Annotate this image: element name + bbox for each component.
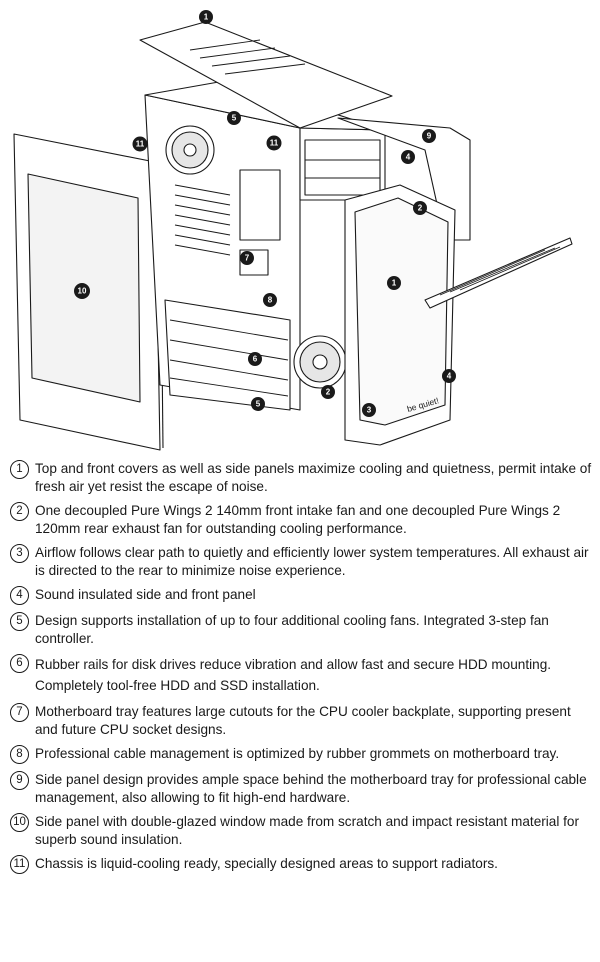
marker-7: 7 [240, 251, 254, 265]
svg-text:5: 5 [232, 114, 237, 123]
marker-8: 8 [263, 293, 277, 307]
marker-11-top: 11 [266, 135, 282, 151]
marker-10: 10 [74, 283, 90, 299]
feature-item: 3 Airflow follows clear path to quietly … [10, 544, 595, 579]
marker-11-rear: 11 [132, 136, 148, 152]
svg-text:9: 9 [427, 132, 432, 141]
marker-1-top: 1 [199, 10, 213, 24]
feature-number: 4 [10, 586, 29, 605]
marker-5-bottom: 5 [251, 397, 265, 411]
feature-item: 8 Professional cable management is optim… [10, 745, 595, 764]
feature-item: 7 Motherboard tray features large cutout… [10, 703, 595, 738]
feature-text: Side panel design provides ample space b… [35, 772, 587, 805]
front-panel [344, 184, 456, 446]
svg-text:5: 5 [256, 400, 261, 409]
feature-item: 5 Design supports installation of up to … [10, 612, 595, 647]
svg-text:2: 2 [326, 388, 331, 397]
svg-text:11: 11 [270, 139, 279, 148]
svg-text:8: 8 [268, 296, 273, 305]
marker-9: 9 [422, 129, 436, 143]
feature-item: 1 Top and front covers as well as side p… [10, 460, 595, 495]
feature-text: One decoupled Pure Wings 2 140mm front i… [35, 503, 561, 536]
feature-text: Design supports installation of up to fo… [35, 613, 549, 646]
svg-text:3: 3 [367, 406, 372, 415]
rear-side-panel [337, 117, 471, 241]
feature-text: Professional cable management is optimiz… [35, 746, 560, 761]
feature-item: 4 Sound insulated side and front panel [10, 586, 595, 605]
feature-number: 9 [10, 771, 29, 790]
marker-4-front: 4 [442, 369, 456, 383]
feature-number: 1 [10, 460, 29, 479]
marker-2-top: 2 [413, 201, 427, 215]
front-cover [424, 237, 573, 309]
svg-text:6: 6 [253, 355, 258, 364]
feature-number: 6 [10, 654, 29, 673]
feature-text: Side panel with double-glazed window mad… [35, 814, 580, 847]
feature-text: Chassis is liquid-cooling ready, special… [35, 856, 498, 871]
svg-text:4: 4 [406, 153, 411, 162]
feature-item: 9 Side panel design provides ample space… [10, 771, 595, 806]
marker-5-top: 5 [227, 111, 241, 125]
feature-number: 7 [10, 703, 29, 722]
marker-2-front: 2 [321, 385, 335, 399]
marker-4-top: 4 [401, 150, 415, 164]
feature-item: 6 Rubber rails for disk drives reduce vi… [10, 654, 595, 696]
svg-text:2: 2 [418, 204, 423, 213]
feature-text: Sound insulated side and front panel [35, 587, 256, 602]
feature-text: Motherboard tray features large cutouts … [35, 704, 571, 737]
marker-6: 6 [248, 352, 262, 366]
feature-number: 2 [10, 502, 29, 521]
svg-text:10: 10 [78, 287, 87, 296]
top-cover [139, 21, 393, 129]
feature-text: Top and front covers as well as side pan… [35, 461, 592, 494]
svg-text:11: 11 [136, 140, 145, 149]
svg-text:1: 1 [392, 279, 397, 288]
svg-text:7: 7 [245, 254, 250, 263]
feature-list: 1 Top and front covers as well as side p… [10, 460, 595, 874]
feature-number: 3 [10, 544, 29, 563]
feature-number: 11 [10, 855, 29, 874]
feature-item: 10 Side panel with double-glazed window … [10, 813, 595, 848]
feature-text: Airflow follows clear path to quietly an… [35, 545, 589, 578]
feature-number: 5 [10, 612, 29, 631]
marker-3: 3 [362, 403, 376, 417]
svg-text:1: 1 [204, 13, 209, 22]
feature-number: 10 [10, 813, 29, 832]
feature-number: 8 [10, 745, 29, 764]
feature-item: 11 Chassis is liquid-cooling ready, spec… [10, 855, 595, 874]
feature-item: 2 One decoupled Pure Wings 2 140mm front… [10, 502, 595, 537]
exploded-case-diagram: be quiet! 1 1 4 4 5 5 6 7 8 9 10 11 11 2… [13, 10, 573, 451]
svg-text:4: 4 [447, 372, 452, 381]
feature-text: Rubber rails for disk drives reduce vibr… [35, 657, 552, 693]
marker-1-front: 1 [387, 276, 401, 290]
